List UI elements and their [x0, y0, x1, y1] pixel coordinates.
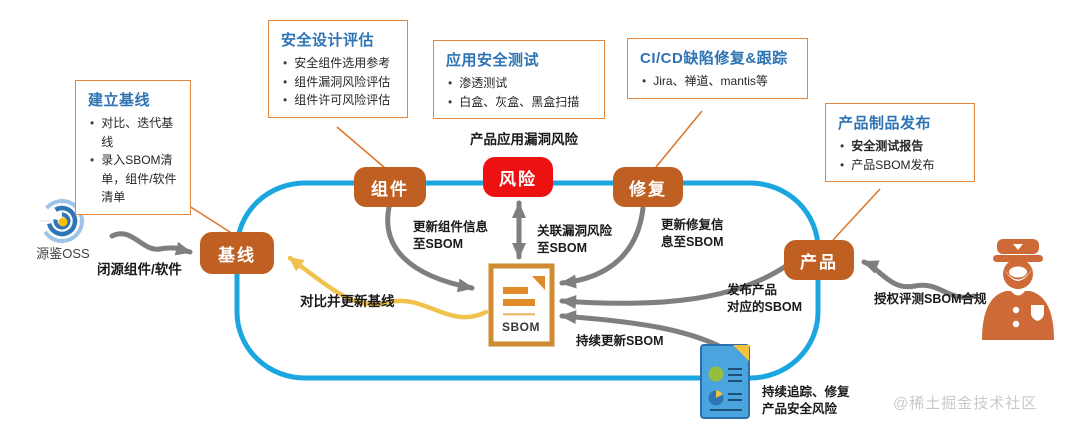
arrow-auditor-to-product: [861, 259, 977, 300]
label-continuous-update-sbom: 持续更新SBOM: [576, 334, 664, 348]
callout-bullet: 对比、迭代基线: [86, 114, 180, 151]
callout-bullet: 渗透测试: [444, 74, 594, 93]
label-authorized-sbom-compliance: 授权评测SBOM合规: [874, 292, 987, 306]
callout-connector-lines: [149, 110, 881, 241]
node-repair: 修复: [613, 167, 683, 207]
callout-bullet: 组件许可风险评估: [279, 91, 397, 110]
node-component: 组件: [354, 167, 426, 207]
label-track-repair-risk: 持续追踪、修复 产品安全风险: [762, 385, 850, 416]
callout-bullet: Jira、禅道、mantis等: [638, 72, 797, 91]
arrow-report-to-sbom: [559, 310, 726, 351]
callout-bullet: 安全测试报告: [836, 137, 964, 156]
callout-bullet: 白盒、灰盒、黑盒扫描: [444, 93, 594, 112]
arrow-component-to-sbom: [385, 204, 475, 293]
arrow-sbom-to-baseline: [287, 255, 489, 320]
label-compare-update-baseline: 对比并更新基线: [300, 294, 395, 309]
callout-title: CI/CD缺陷修复&跟踪: [640, 50, 788, 67]
callout-cicd-track: CI/CD缺陷修复&跟踪 Jira、禅道、mantis等: [627, 38, 808, 99]
callout-establish-baseline: 建立基线 对比、迭代基线 录入SBOM清单，组件/软件清单: [75, 80, 191, 215]
tracking-report-icon: [700, 344, 750, 419]
label-release-product-sbom: 发布产品 对应的SBOM: [727, 283, 803, 314]
sbom-icon-label: SBOM: [502, 320, 540, 334]
arrow-repair-to-sbom: [559, 205, 646, 289]
label-update-repair-info: 更新修复信 息至SBOM: [661, 218, 724, 249]
node-baseline: 基线: [200, 232, 274, 274]
arrow-oss-to-baseline: [109, 231, 193, 256]
label-link-vuln-risk: 关联漏洞风险 至SBOM: [537, 224, 613, 255]
yuanjian-oss-logo-icon: [39, 198, 85, 244]
callout-title: 建立基线: [88, 92, 151, 109]
callout-bullet: 录入SBOM清单，组件/软件清单: [86, 151, 180, 207]
flow-arrows: [109, 200, 977, 351]
label-update-component-info: 更新组件信息 至SBOM: [413, 220, 489, 251]
callout-title: 产品制品发布: [838, 115, 932, 132]
auditor-person-icon: [982, 239, 1054, 340]
callout-bullet: 组件漏洞风险评估: [279, 73, 397, 92]
callout-title: 安全设计评估: [281, 32, 375, 49]
node-risk: 风险: [483, 157, 553, 197]
callout-app-security-test: 应用安全测试 渗透测试 白盒、灰盒、黑盒扫描: [433, 40, 605, 120]
sbom-document-icon: [488, 263, 555, 347]
callout-title: 应用安全测试: [446, 52, 540, 69]
oss-logo-label: 源鉴OSS: [36, 246, 90, 261]
node-product: 产品: [784, 240, 854, 280]
label-closed-source-components: 闭源组件/软件: [97, 262, 182, 277]
callout-bullet: 安全组件选用参考: [279, 54, 397, 73]
label-product-app-vuln-risk: 产品应用漏洞风险: [470, 132, 578, 147]
arrow-product-to-sbom: [559, 263, 789, 309]
callout-security-design: 安全设计评估 安全组件选用参考 组件漏洞风险评估 组件许可风险评估: [268, 20, 408, 118]
callout-bullet: 产品SBOM发布: [836, 156, 964, 175]
community-watermark: @稀土掘金技术社区: [893, 395, 1038, 412]
callout-product-release: 产品制品发布 安全测试报告 产品SBOM发布: [825, 103, 975, 183]
